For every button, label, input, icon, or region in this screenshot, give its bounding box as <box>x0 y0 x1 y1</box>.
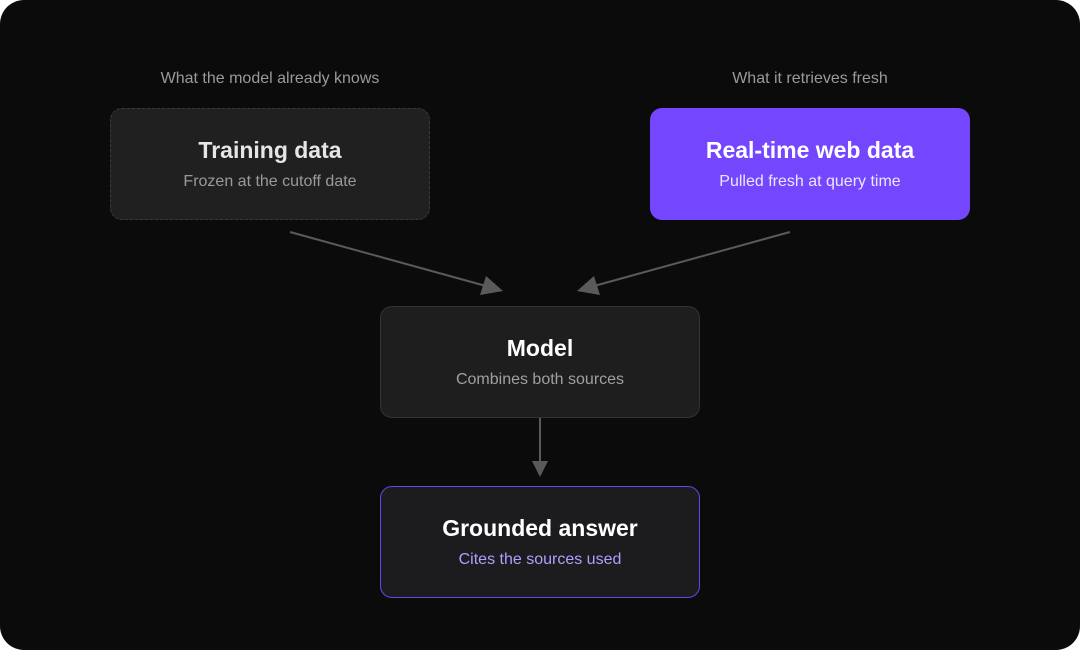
arrow-web-to-model <box>593 231 791 287</box>
arrow-training-to-model <box>289 231 487 287</box>
caption-model-knowledge: What the model already knows <box>160 70 380 87</box>
arrowhead-web-to-model <box>577 276 600 295</box>
training-data-subtitle: Frozen at the cutoff date <box>183 173 357 190</box>
grounded-answer-node: Grounded answer Cites the sources used <box>380 486 700 598</box>
web-data-subtitle: Pulled fresh at query time <box>719 173 901 190</box>
training-data-node: Training data Frozen at the cutoff date <box>110 108 430 220</box>
caption-retrieved-fresh: What it retrieves fresh <box>732 70 888 87</box>
arrowhead-training-to-model <box>480 276 503 295</box>
training-data-title: Training data <box>198 137 342 163</box>
model-title: Model <box>506 335 574 361</box>
grounded-answer-subtitle: Cites the sources used <box>458 551 622 568</box>
arrowhead-model-to-answer <box>532 461 548 477</box>
web-data-title: Real-time web data <box>705 137 915 163</box>
web-data-node: Real-time web data Pulled fresh at query… <box>650 108 970 220</box>
model-node: Model Combines both sources <box>380 306 700 418</box>
model-subtitle: Combines both sources <box>455 371 625 388</box>
grounded-answer-title: Grounded answer <box>442 515 638 541</box>
